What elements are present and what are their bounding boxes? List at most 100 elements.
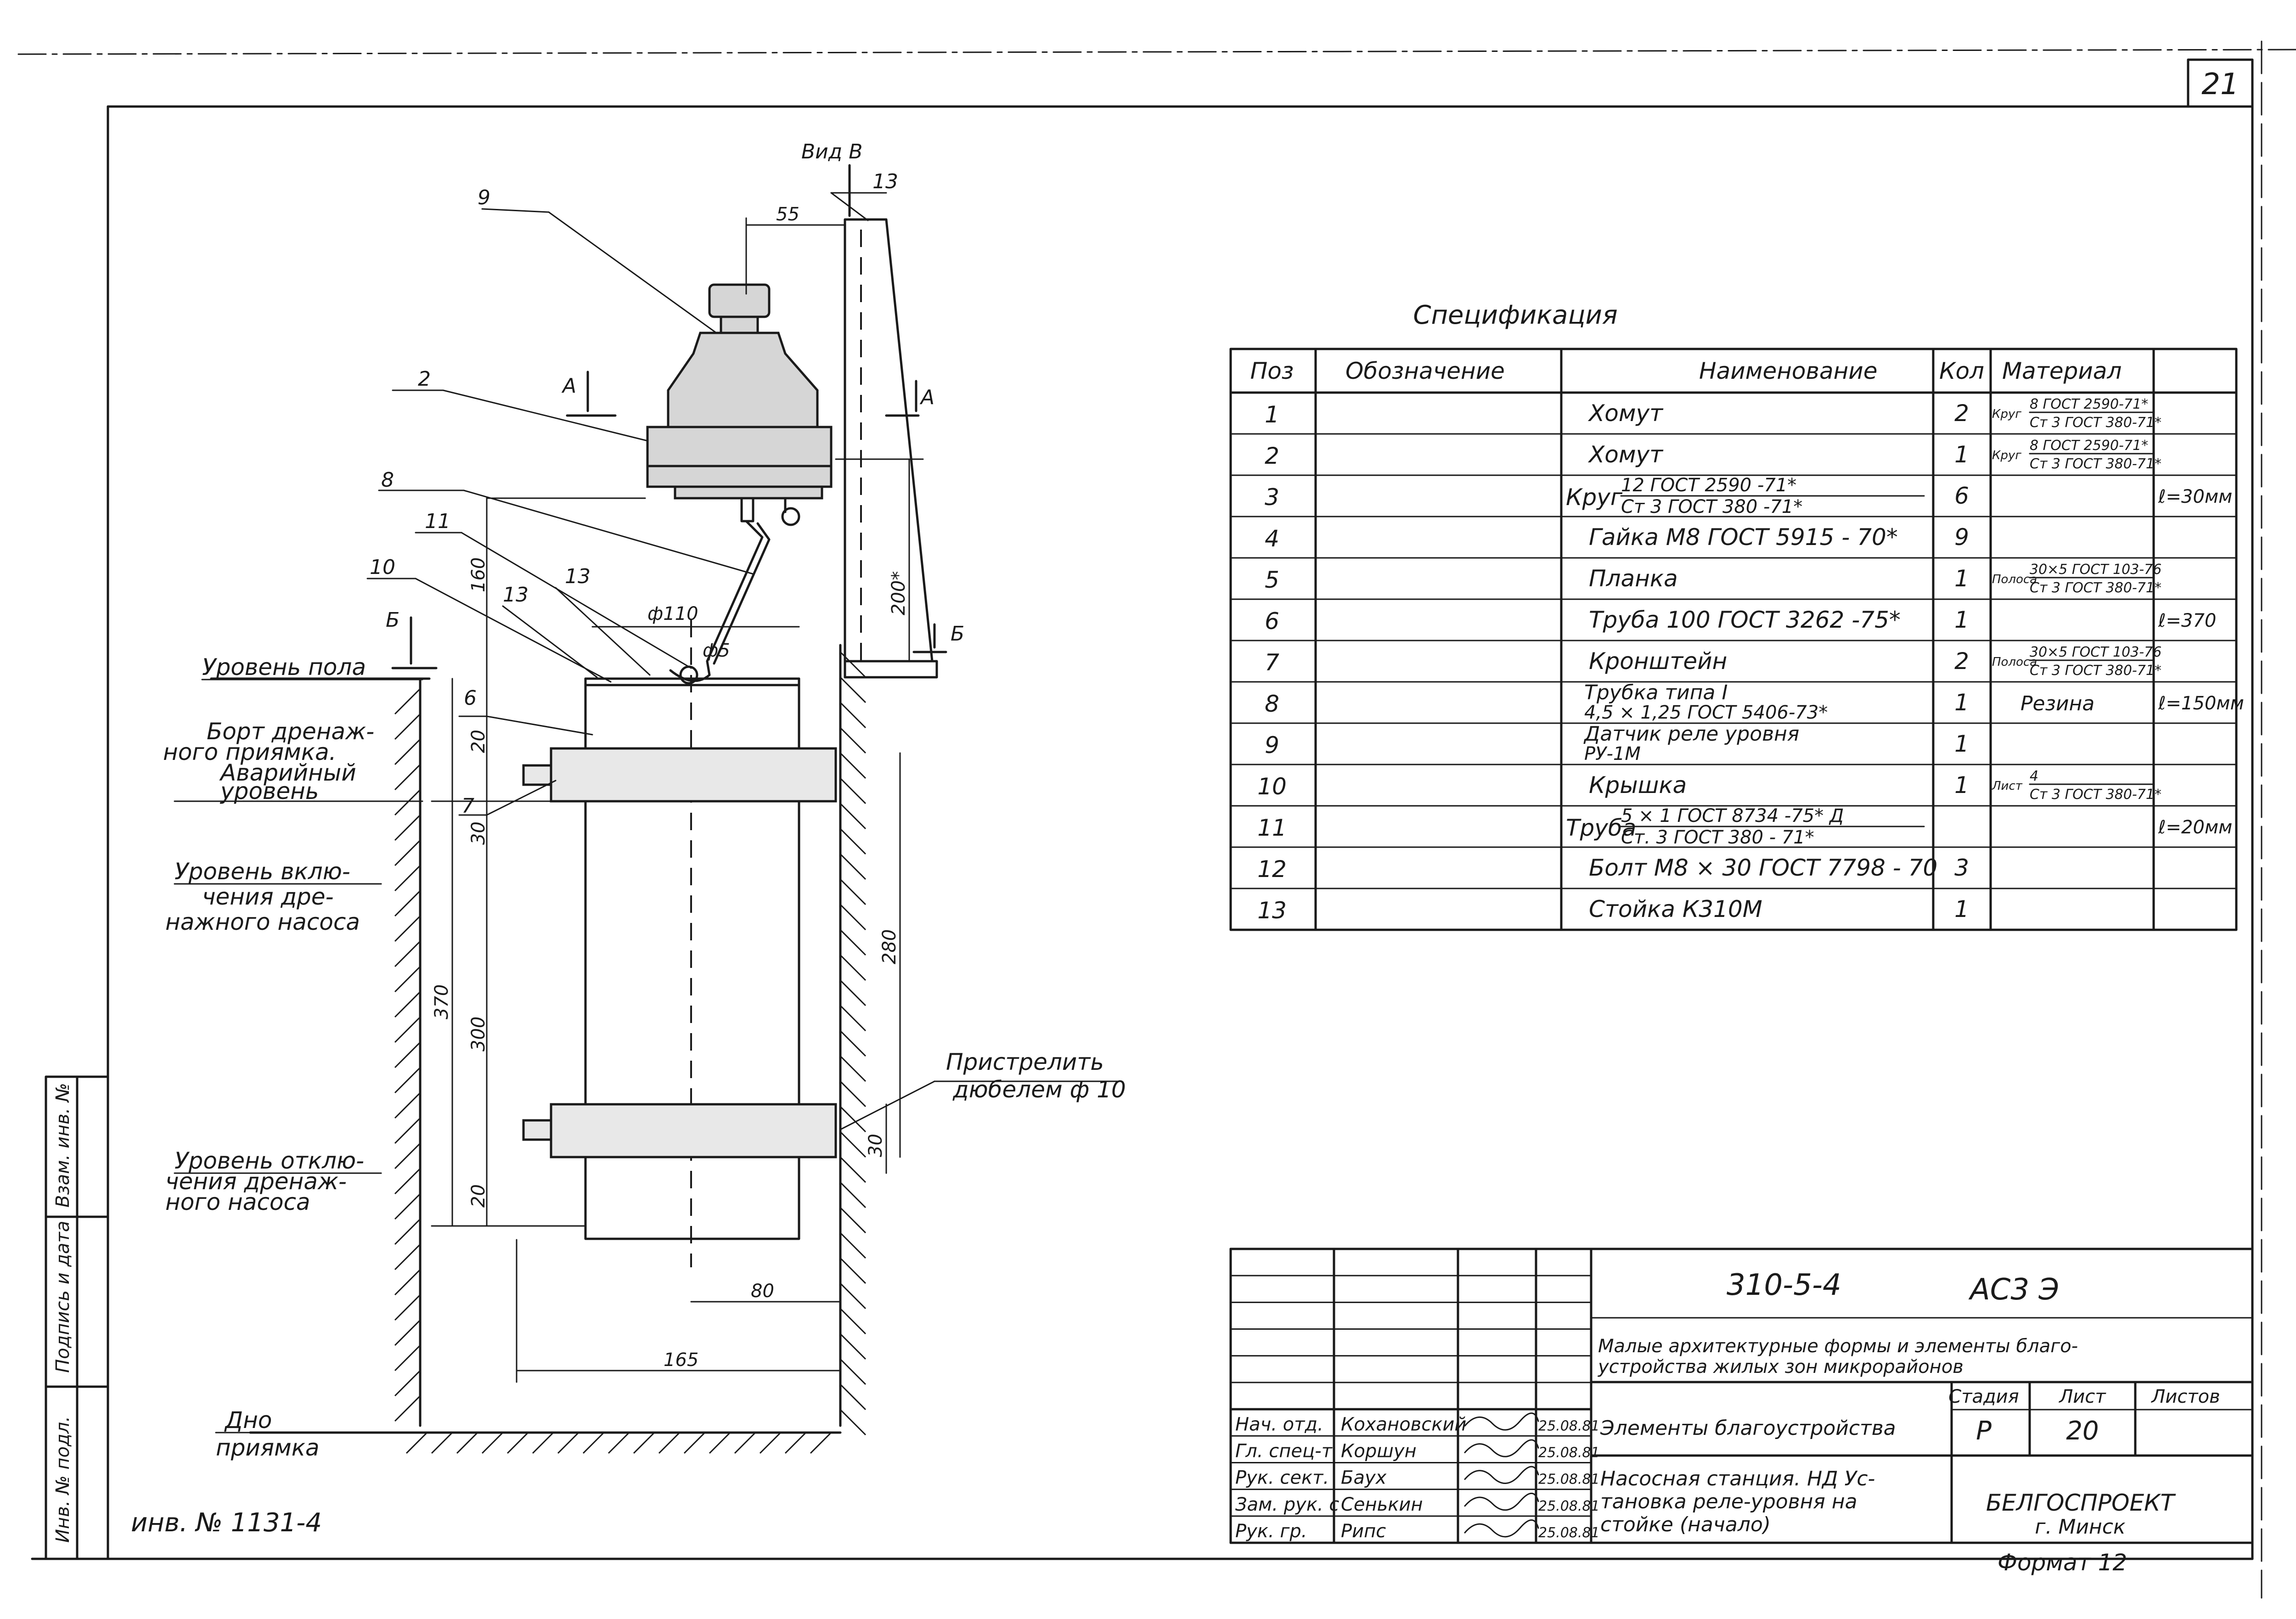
note-pit-rim: Аварийный	[219, 759, 356, 786]
margin-inv-label: Инв. № подл.	[52, 1416, 73, 1543]
sheet-value: 20	[2066, 1416, 2099, 1446]
signature-mark	[1464, 1439, 1539, 1457]
spec-note: ℓ=20мм	[2158, 817, 2232, 838]
doc-code: 310-5-4	[1727, 1268, 1841, 1302]
spec-material: Ст 3 ГОСТ 380-71*	[2030, 787, 2161, 803]
staff-name: Коршун	[1341, 1440, 1417, 1462]
pos-label: 10	[370, 556, 395, 579]
note-pump-on: чения дре-	[202, 883, 334, 910]
dim-label: 200*	[888, 571, 909, 615]
spec-qty: 1	[1954, 896, 1969, 922]
spec-name: Хомут	[1587, 400, 1664, 427]
pos-label: 6	[464, 686, 477, 710]
note-pit-bottom: Дно	[224, 1407, 272, 1433]
spec-material: 8 ГОСТ 2590-71*	[2030, 438, 2148, 454]
spec-pos: 12	[1257, 856, 1287, 883]
margin-replace-label: Взам. инв. №	[52, 1083, 73, 1208]
note-pit-rim: ного приямка.	[163, 739, 337, 765]
note-dowel: Пристрелить	[946, 1049, 1104, 1075]
note-pump-off: Уровень отклю-	[174, 1147, 364, 1174]
spec-material: Ст 3 ГОСТ 380-71*	[2030, 663, 2161, 679]
pos-label: 2	[418, 367, 431, 391]
staff-date: 25.08.81	[1538, 1498, 1600, 1514]
spec-material: Ст 3 ГОСТ 380-71*	[2030, 415, 2161, 431]
spec-pos: 1	[1265, 401, 1279, 428]
spec-name: Круг	[1566, 484, 1623, 511]
signature-mark	[1464, 1466, 1539, 1484]
title-block: 310-5-4 АС3 Э Малые архитектурные формы …	[1229, 1248, 2254, 1544]
staff-role: Нач. отд.	[1235, 1414, 1323, 1435]
spec-name: 5 × 1 ГОСТ 8734 -75* Д	[1621, 805, 1844, 826]
stage-value: Р	[1976, 1416, 1992, 1446]
margin-sign-label: Подпись и дата	[52, 1221, 73, 1373]
sheet-header: Лист	[2058, 1386, 2106, 1407]
spec-name: Болт М8 × 30 ГОСТ 7798 - 70	[1589, 854, 1937, 881]
note-pit-rim: уровень	[219, 778, 319, 804]
spec-material: Круг	[1992, 407, 2021, 421]
pos-label: 13	[565, 565, 591, 588]
spec-material: 30×5 ГОСТ 103-76	[2030, 644, 2161, 660]
spec-qty: 1	[1954, 565, 1969, 592]
spec-title: Спецификация	[1413, 300, 1617, 330]
spec-material: Полоса	[1992, 655, 2037, 669]
signature-mark	[1464, 1519, 1539, 1538]
dim-label: 300	[468, 1017, 489, 1051]
spec-qty: 1	[1954, 731, 1969, 757]
note-lines	[174, 679, 423, 1433]
dimensions	[431, 217, 924, 1383]
note-pump-on: нажного насоса	[165, 909, 360, 935]
staff-name: Рипс	[1341, 1521, 1386, 1542]
tube-8	[706, 520, 764, 663]
spec-name: Стойка К310М	[1589, 896, 1762, 922]
dim-label: 30	[865, 1134, 886, 1157]
spec-material: Резина	[2020, 692, 2094, 715]
spec-qty: 9	[1954, 524, 1969, 551]
staff-role: Рук. сект.	[1235, 1467, 1329, 1489]
staff-name: Кохановский	[1341, 1414, 1466, 1435]
note-pump-off: ного насоса	[165, 1189, 310, 1215]
section-title: Элементы благоустройства	[1600, 1417, 1896, 1440]
leaders	[366, 192, 1119, 1130]
section-label-b2: Б	[951, 622, 964, 646]
view-label: Вид В	[801, 140, 862, 163]
dim-label: 165	[664, 1349, 698, 1371]
sheet-frame	[17, 40, 2296, 1599]
spec-pos: 7	[1265, 649, 1279, 676]
spec-pos: 11	[1257, 815, 1287, 841]
signature-mark	[1464, 1493, 1539, 1511]
note-floor-level: Уровень пола	[202, 654, 366, 680]
spec-header: Наименование	[1699, 358, 1878, 384]
drawing	[174, 164, 1119, 1454]
spec-qty: 1	[1954, 772, 1969, 798]
dim-label: 55	[776, 204, 799, 225]
pos-label: 13	[503, 583, 529, 607]
spec-qty: 2	[1954, 400, 1969, 427]
spec-pos: 5	[1265, 567, 1279, 593]
spec-note: ℓ=150мм	[2158, 693, 2244, 714]
drawing-title: тановка реле-уровня на	[1600, 1490, 1857, 1513]
spec-material: Ст 3 ГОСТ 380-71*	[2030, 456, 2161, 472]
spec-header: Поз	[1250, 358, 1294, 384]
sheet-number: 21	[2201, 67, 2239, 101]
note-pit-bottom: приямка	[216, 1434, 320, 1461]
section-label-a2: А	[919, 386, 934, 409]
staff-role: Зам. рук. с	[1235, 1494, 1339, 1515]
dim-label: ф5	[703, 640, 730, 661]
drawing-labels: Вид В А А Б Б 9 13 2 8 11 10 13 13 6 7 5…	[163, 140, 1126, 1461]
spec-material: Круг	[1992, 449, 2021, 462]
dim-label: 370	[431, 984, 452, 1019]
stage-header: Стадия	[1948, 1386, 2019, 1407]
spec-pos: 13	[1257, 897, 1287, 924]
org-name: БЕЛГОСПРОЕКТ	[1986, 1490, 2176, 1516]
spec-name: Труба	[1566, 815, 1636, 841]
spec-name: Крышка	[1589, 772, 1687, 798]
dim-label: 20	[468, 1184, 489, 1208]
staff-role: Рук. гр.	[1235, 1521, 1307, 1542]
spec-name: Труба 100 ГОСТ 3262 -75*	[1589, 607, 1901, 633]
margin-stamp: Инв. № подл. Подпись и дата Взам. инв. №	[45, 1075, 109, 1560]
pos-label: 9	[478, 186, 490, 209]
spec-qty: 2	[1954, 648, 1969, 675]
sheets-header: Листов	[2150, 1386, 2220, 1407]
note-pump-on: Уровень вклю-	[174, 858, 350, 885]
dim-label: 280	[879, 929, 900, 964]
